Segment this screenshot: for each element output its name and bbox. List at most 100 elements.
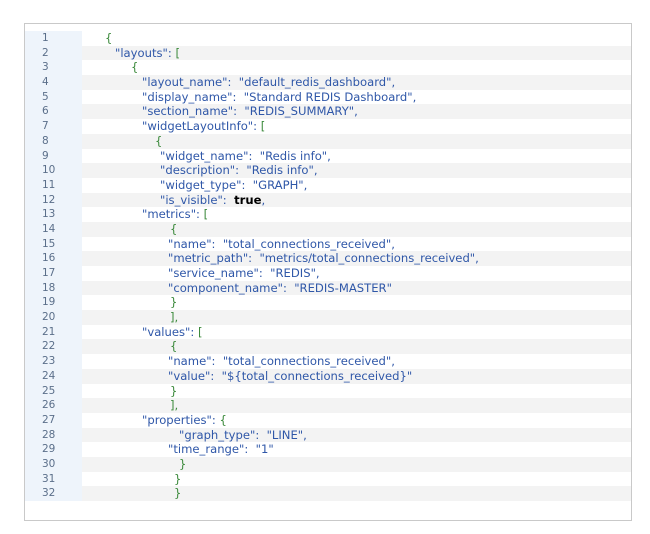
line-number: 7 bbox=[25, 119, 82, 134]
json-key: "value" bbox=[168, 368, 211, 383]
line-number: 13 bbox=[25, 207, 82, 222]
line-number: 23 bbox=[25, 354, 82, 369]
json-punctuation: , bbox=[354, 104, 358, 119]
json-punctuation: } bbox=[179, 456, 187, 471]
code-text: "layout_name": "default_redis_dashboard"… bbox=[142, 75, 395, 90]
code-text: ], bbox=[170, 310, 178, 325]
json-punctuation: : bbox=[210, 368, 222, 383]
code-line[interactable]: 2"layouts": [ bbox=[25, 45, 631, 61]
code-line[interactable]: 31} bbox=[25, 471, 631, 487]
json-string: "Standard REDIS Dashboard" bbox=[243, 89, 413, 104]
code-line[interactable]: 6"section_name": "REDIS_SUMMARY", bbox=[25, 104, 631, 120]
json-string: "total_connections_received" bbox=[222, 236, 392, 251]
json-punctuation: { bbox=[155, 133, 163, 148]
code-line[interactable]: 18"component_name": "REDIS-MASTER" bbox=[25, 280, 631, 296]
code-line[interactable]: 25} bbox=[25, 383, 631, 399]
code-line[interactable]: 13 "metrics": [ bbox=[25, 207, 631, 222]
json-punctuation: : bbox=[211, 236, 223, 251]
code-line[interactable]: 19} bbox=[25, 295, 631, 311]
json-punctuation: , bbox=[261, 192, 266, 207]
line-number: 21 bbox=[25, 324, 82, 340]
json-string: "GRAPH" bbox=[252, 177, 304, 192]
code-line[interactable]: 26], bbox=[25, 398, 631, 413]
code-line[interactable]: 27"properties": { bbox=[25, 412, 631, 428]
code-line[interactable]: 15"name": "total_connections_received", bbox=[25, 236, 631, 252]
code-line[interactable]: 14{ bbox=[25, 221, 631, 237]
line-number: 9 bbox=[25, 148, 82, 164]
json-punctuation: [ bbox=[175, 45, 181, 60]
json-punctuation: { bbox=[219, 412, 227, 427]
code-text: { bbox=[105, 31, 112, 46]
code-line[interactable]: 12"is_visible": true, bbox=[25, 192, 631, 208]
code-line[interactable]: 22{ bbox=[25, 339, 631, 355]
json-punctuation: [ bbox=[260, 119, 266, 134]
json-punctuation: : bbox=[244, 442, 256, 457]
code-line[interactable]: 29"time_range": "1" bbox=[25, 442, 631, 457]
code-text: "widget_type": "GRAPH", bbox=[160, 178, 307, 193]
code-text: { bbox=[131, 60, 138, 75]
code-editor[interactable]: 1{2"layouts": [3{4"layout_name": "defaul… bbox=[24, 23, 632, 521]
code-line[interactable]: 20], bbox=[25, 310, 631, 325]
code-text: "name": "total_connections_received", bbox=[168, 237, 395, 252]
json-punctuation: { bbox=[170, 339, 178, 354]
code-line[interactable]: 8{ bbox=[25, 133, 631, 149]
code-line[interactable]: 1{ bbox=[25, 31, 631, 46]
json-punctuation: : bbox=[282, 280, 295, 295]
json-key: "widgetLayoutInfo" bbox=[142, 119, 254, 134]
line-number: 4 bbox=[25, 75, 82, 90]
json-punctuation: , bbox=[303, 177, 308, 192]
json-punctuation: [ bbox=[197, 324, 203, 339]
code-line[interactable]: 7"widgetLayoutInfo": [ bbox=[25, 119, 631, 134]
code-line[interactable]: 17 "service_name": "REDIS", bbox=[25, 266, 631, 281]
json-string: "default_redis_dashboard" bbox=[238, 75, 392, 90]
json-punctuation: : bbox=[196, 207, 204, 222]
code-line[interactable]: 28"graph_type": "LINE", bbox=[25, 427, 631, 443]
code-line[interactable]: 3{ bbox=[25, 60, 631, 76]
json-string: "REDIS_SUMMARY" bbox=[244, 104, 355, 119]
json-punctuation: [ bbox=[203, 207, 209, 222]
json-punctuation: { bbox=[131, 60, 139, 75]
json-string: "Redis info" bbox=[246, 163, 314, 178]
json-string: "Redis info" bbox=[259, 148, 328, 163]
line-number: 17 bbox=[25, 266, 82, 281]
code-line[interactable]: 11"widget_type": "GRAPH", bbox=[25, 177, 631, 193]
json-punctuation: } bbox=[174, 471, 182, 486]
code-line[interactable]: 10"description": "Redis info", bbox=[25, 163, 631, 178]
json-punctuation: , bbox=[475, 251, 479, 266]
json-key: "metrics" bbox=[142, 207, 197, 222]
code-text: "graph_type": "LINE", bbox=[179, 428, 307, 443]
line-number: 31 bbox=[25, 471, 82, 487]
json-punctuation: : bbox=[248, 148, 260, 163]
code-line[interactable]: 32} bbox=[25, 486, 631, 501]
line-number: 3 bbox=[25, 60, 82, 76]
code-text: "widget_name": "Redis info", bbox=[160, 149, 331, 164]
code-line[interactable]: 30} bbox=[25, 456, 631, 472]
code-text: "metric_path": "metrics/total_connection… bbox=[168, 251, 479, 266]
code-text: "name": "total_connections_received", bbox=[168, 354, 395, 369]
code-text: } bbox=[179, 457, 186, 472]
code-line[interactable]: 21"values": [ bbox=[25, 324, 631, 340]
json-punctuation: : bbox=[248, 251, 260, 266]
json-key: "metric_path" bbox=[168, 251, 249, 266]
code-line[interactable]: 9 "widget_name": "Redis info", bbox=[25, 148, 631, 164]
code-line[interactable]: 5"display_name": "Standard REDIS Dashboa… bbox=[25, 89, 631, 105]
json-punctuation: , bbox=[303, 427, 307, 442]
code-text: { bbox=[155, 134, 162, 149]
json-punctuation: , bbox=[315, 266, 320, 280]
code-text: "service_name": "REDIS", bbox=[168, 266, 320, 281]
code-line[interactable]: 16"metric_path": "metrics/total_connecti… bbox=[25, 251, 631, 266]
json-key: "widget_name" bbox=[160, 148, 249, 163]
json-punctuation: : bbox=[241, 177, 253, 192]
code-line[interactable]: 4 "layout_name": "default_redis_dashboard… bbox=[25, 75, 631, 90]
json-key: "name" bbox=[168, 236, 212, 251]
json-punctuation: : bbox=[211, 412, 220, 427]
code-text: } bbox=[170, 384, 177, 399]
json-punctuation: , bbox=[327, 148, 331, 163]
code-line[interactable]: 23 "name": "total_connections_received", bbox=[25, 354, 631, 369]
line-number: 20 bbox=[25, 310, 82, 325]
code-line[interactable]: 24"value": "${total_connections_received… bbox=[25, 368, 631, 384]
code-lines: 1{2"layouts": [3{4"layout_name": "defaul… bbox=[25, 24, 631, 501]
json-key: "layout_name" bbox=[142, 75, 228, 90]
json-punctuation: { bbox=[105, 31, 113, 45]
code-text: } bbox=[174, 486, 181, 501]
